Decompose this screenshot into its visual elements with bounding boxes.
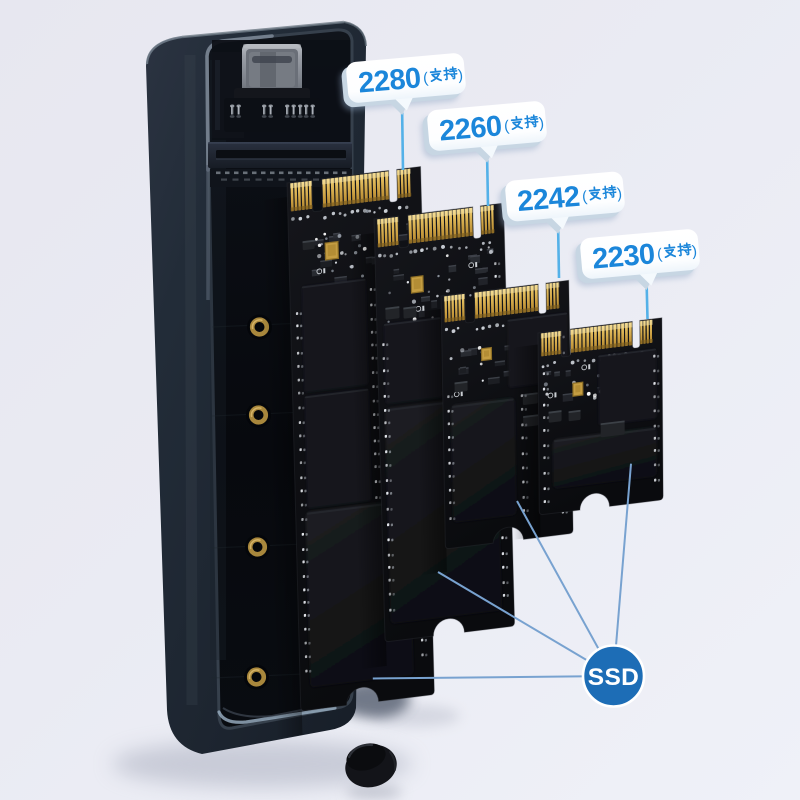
- svg-text:(: (: [422, 70, 428, 87]
- svg-text:): ): [616, 185, 622, 202]
- svg-text:): ): [538, 115, 544, 132]
- svg-text:SSD: SSD: [588, 664, 640, 691]
- svg-text:(: (: [581, 188, 587, 205]
- svg-text:): ): [457, 67, 463, 84]
- svg-text:2280: 2280: [357, 62, 422, 99]
- svg-text:(: (: [656, 246, 662, 263]
- svg-text:2260: 2260: [438, 110, 503, 147]
- svg-text:(: (: [503, 118, 509, 135]
- svg-text:2242: 2242: [516, 181, 581, 218]
- svg-text:): ): [691, 243, 697, 260]
- svg-text:2230: 2230: [591, 238, 656, 275]
